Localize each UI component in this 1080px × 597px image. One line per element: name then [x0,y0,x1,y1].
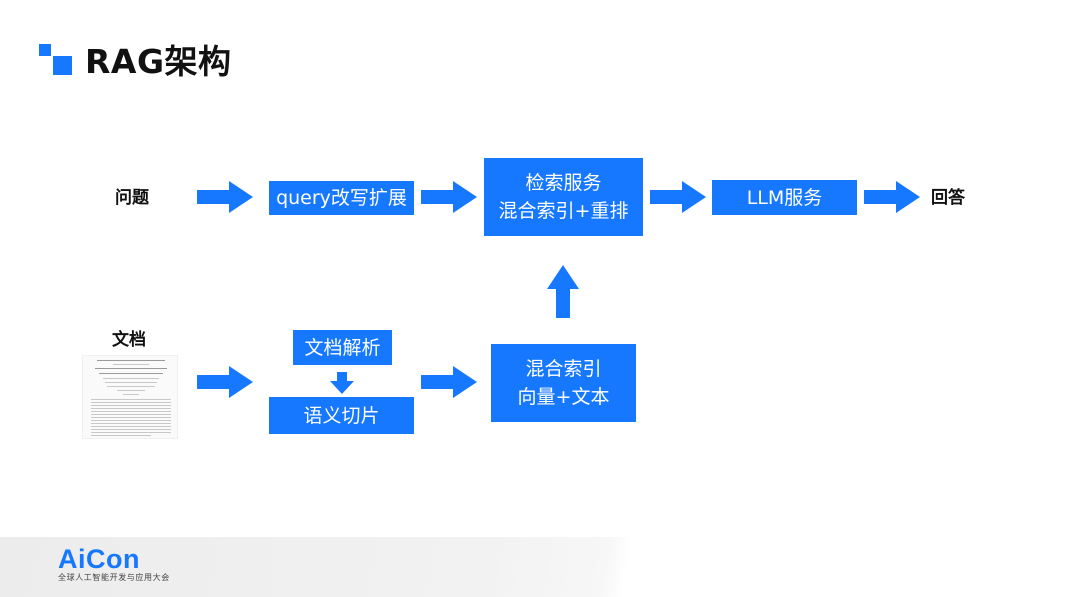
arrow-retrieval-to-llm [650,181,706,213]
llm-service-label: LLM服务 [746,186,823,209]
doc-parse-node: 文档解析 [293,330,392,365]
arrow-query-to-retrieval [421,181,477,213]
retrieval-service-label: 检索服务 [525,172,602,194]
doc-parse-label: 文档解析 [304,336,381,359]
arrow-document-to-parse [197,366,253,398]
arrow-index-to-retrieval [547,265,579,318]
retrieval-service-node: 检索服务 混合索引+重排 [484,158,643,236]
arrow-llm-to-answer [864,181,920,213]
aicon-logo-subtitle: 全球人工智能开发与应用大会 [58,573,170,582]
question-label: 问题 [115,188,149,208]
arrow-parse-to-chunk [330,372,354,394]
answer-label: 回答 [931,188,965,208]
hybrid-index-node: 混合索引 向量+文本 [491,344,636,422]
semantic-chunk-node: 语义切片 [269,397,414,434]
query-expand-label: query改写扩展 [276,187,407,209]
page-title: RAG架构 [85,42,232,81]
document-thumbnail [82,355,178,439]
retrieval-service-sublabel: 混合索引+重排 [498,200,629,222]
query-expand-node: query改写扩展 [269,181,414,215]
hybrid-index-sublabel: 向量+文本 [517,386,610,408]
arrow-chunk-to-index [421,366,477,398]
semantic-chunk-label: 语义切片 [303,404,380,427]
document-label: 文档 [112,330,146,350]
arrow-question-to-query [197,181,253,213]
llm-service-node: LLM服务 [712,180,857,215]
aicon-logo: AiCon [58,544,140,574]
footer-band [0,537,1080,597]
hybrid-index-label: 混合索引 [525,358,602,380]
